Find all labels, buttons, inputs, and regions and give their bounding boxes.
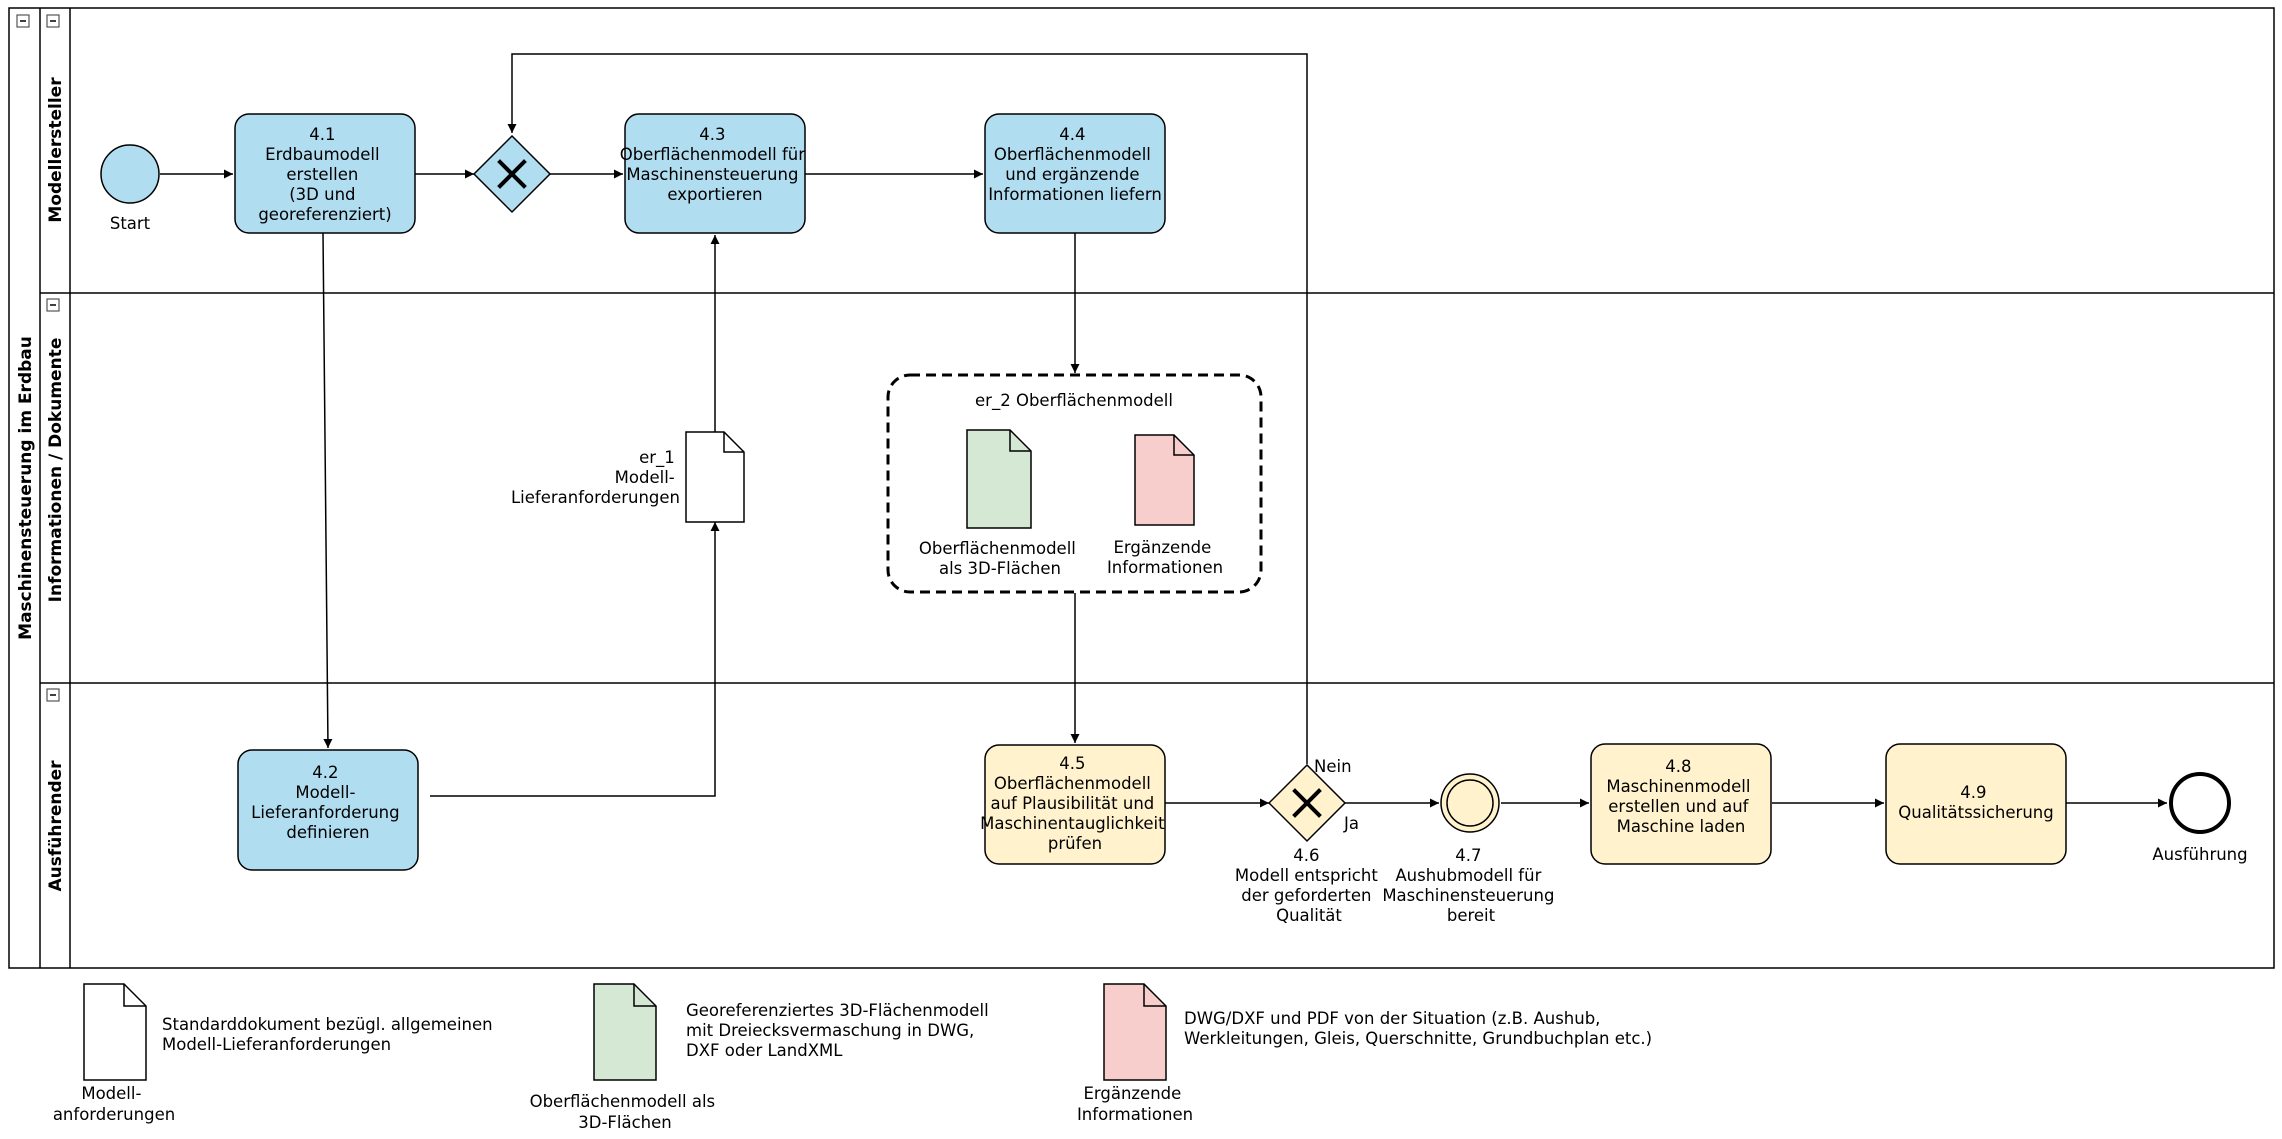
intermediate-event-4-7[interactable]: 4.7 Aushubmodell für Maschinensteuerung … xyxy=(1382,773,1559,925)
task-4-3[interactable]: 4.3 Oberflächenmodell für Maschinensteue… xyxy=(620,113,811,234)
task-4-1[interactable]: 4.1 Erdbaumodell erstellen (3D und geore… xyxy=(234,113,416,234)
task-4-2-label: 4.2 Modell- Lieferanforderung definieren xyxy=(251,763,405,842)
gateway-no-label: Nein xyxy=(1314,757,1352,776)
flows xyxy=(160,53,2167,808)
task-4-5-label: 4.5 Oberflächenmodell auf Plausibilität … xyxy=(980,754,1170,853)
lane-collapse-icon[interactable] xyxy=(46,298,60,312)
legend-item-extra-info: Ergänzende Informationen DWG/DXF und PDF… xyxy=(1077,983,1652,1124)
flow-4-1-to-4-2 xyxy=(322,232,333,749)
lane-title-ausfuehrender: Ausführender xyxy=(46,760,66,892)
legend-caption: Oberflächenmodell als 3D-Flächen xyxy=(530,1092,721,1132)
lane-collapse-icon[interactable] xyxy=(46,14,60,28)
flow-nein-loop xyxy=(507,53,1308,764)
end-event[interactable]: Ausführung xyxy=(2152,772,2248,864)
pool-title: Maschinensteuerung im Erdbau xyxy=(16,336,36,640)
task-4-9-label: 4.9 Qualitätssicherung xyxy=(1898,783,2053,822)
x-icon xyxy=(497,159,527,189)
gateway-yes-label: Ja xyxy=(1343,814,1359,833)
gateway-4-6[interactable]: Nein Ja 4.6 Modell entspricht der geford… xyxy=(1235,757,1383,925)
exclusive-gateway[interactable] xyxy=(472,134,552,214)
legend-caption: Modell- anforderungen xyxy=(53,1084,175,1124)
legend-description: DWG/DXF und PDF von der Situation (z.B. … xyxy=(1184,1009,1652,1048)
group-er2[interactable]: er_2 Oberflächenmodell Oberflächenmodell… xyxy=(886,373,1263,594)
lane-title-informationen: Informationen / Dokumente xyxy=(46,338,66,603)
data-object-er1[interactable]: er_1 Modell- Lieferanforderungen xyxy=(511,431,745,523)
lane-title-modellersteller: Modellersteller xyxy=(46,77,66,223)
document-extra-info-label: Ergänzende Informationen xyxy=(1107,538,1223,577)
document-extra-info[interactable]: Ergänzende Informationen xyxy=(1107,434,1223,577)
task-4-9[interactable]: 4.9 Qualitätssicherung xyxy=(1885,743,2067,865)
pool-collapse-icon[interactable] xyxy=(16,14,30,28)
intermediate-event-4-7-label: 4.7 Aushubmodell für Maschinensteuerung … xyxy=(1382,846,1559,925)
legend-description: Standarddokument bezügl. allgemeinen Mod… xyxy=(162,1015,498,1054)
task-4-2[interactable]: 4.2 Modell- Lieferanforderung definieren xyxy=(237,749,419,871)
task-4-3-label: 4.3 Oberflächenmodell für Maschinensteue… xyxy=(620,125,811,204)
data-object-er1-label: er_1 Modell- Lieferanforderungen xyxy=(511,448,680,507)
legend-item-surface-model: Oberflächenmodell als 3D-Flächen Georefe… xyxy=(530,983,994,1132)
legend-item-standard-document: Modell- anforderungen Standarddokument b… xyxy=(53,983,498,1124)
task-4-4[interactable]: 4.4 Oberflächenmodell und ergänzende Inf… xyxy=(984,113,1166,234)
task-4-8-label: 4.8 Maschinenmodell erstellen und auf Ma… xyxy=(1606,757,1755,836)
document-surface-model[interactable]: Oberflächenmodell als 3D-Flächen xyxy=(919,429,1081,578)
task-4-8[interactable]: 4.8 Maschinenmodell erstellen und auf Ma… xyxy=(1590,743,1772,865)
lane-collapse-icon[interactable] xyxy=(46,688,60,702)
x-icon xyxy=(1292,788,1322,818)
start-event[interactable]: Start xyxy=(100,144,160,233)
group-er2-title: er_2 Oberflächenmodell xyxy=(975,391,1173,411)
end-event-label: Ausführung xyxy=(2152,845,2247,864)
start-event-label: Start xyxy=(110,214,151,233)
gateway-4-6-label: 4.6 Modell entspricht der geforderten Qu… xyxy=(1235,846,1383,925)
legend-description: Georeferenziertes 3D-Flächenmodell mit D… xyxy=(686,1001,994,1060)
task-4-1-label: 4.1 Erdbaumodell erstellen (3D und geore… xyxy=(258,125,391,224)
document-surface-model-label: Oberflächenmodell als 3D-Flächen xyxy=(919,539,1081,578)
task-4-4-label: 4.4 Oberflächenmodell und ergänzende Inf… xyxy=(988,125,1162,204)
flow-4-2-to-er1 xyxy=(430,522,720,797)
legend-caption: Ergänzende Informationen xyxy=(1077,1084,1193,1124)
task-4-5[interactable]: 4.5 Oberflächenmodell auf Plausibilität … xyxy=(980,744,1170,865)
pool: Maschinensteuerung im Erdbau Modellerste… xyxy=(8,7,2275,969)
legend: Modell- anforderungen Standarddokument b… xyxy=(53,983,1652,1132)
